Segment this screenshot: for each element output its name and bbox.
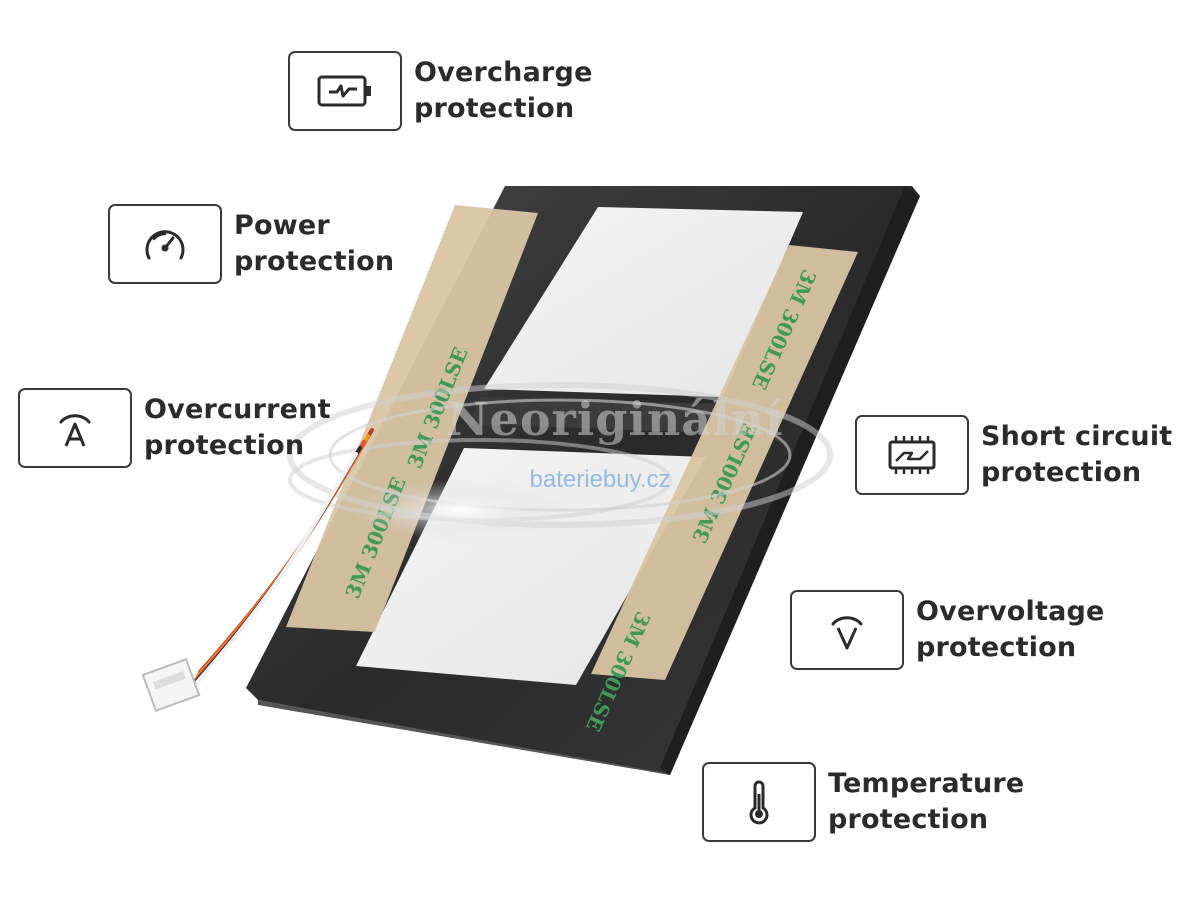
overvoltage-label: Overvoltage protection xyxy=(916,594,1105,666)
watermark-site: bateriebuy.cz xyxy=(529,466,671,493)
watermark-text: Neoriginální xyxy=(446,392,784,446)
battery-charge-icon xyxy=(288,51,402,131)
feature-overvoltage: Overvoltage protection xyxy=(790,590,1105,670)
power-label: Power protection xyxy=(234,208,394,280)
power-subtitle: protection xyxy=(234,246,395,277)
temperature-label: Temperature protection xyxy=(828,766,1024,838)
overcurrent-title: Overcurrent xyxy=(144,394,331,425)
feature-power: Power protection xyxy=(108,204,394,284)
overcharge-title: Overcharge xyxy=(414,57,593,88)
short-circuit-label: Short circuit protection xyxy=(981,419,1172,491)
battery-connector xyxy=(141,657,201,713)
battery-wires xyxy=(190,428,374,690)
temperature-subtitle: protection xyxy=(828,804,989,835)
tape-left xyxy=(286,205,538,632)
circuit-board-icon xyxy=(855,415,969,495)
top-panel xyxy=(484,207,803,397)
overcharge-subtitle: protection xyxy=(414,93,575,124)
ampere-icon xyxy=(18,388,132,468)
power-title: Power xyxy=(234,210,330,241)
thermometer-icon xyxy=(702,762,816,842)
overcurrent-subtitle: protection xyxy=(144,430,305,461)
feature-short-circuit: Short circuit protection xyxy=(855,415,1172,495)
overcurrent-label: Overcurrent protection xyxy=(144,392,331,464)
overcharge-label: Overcharge protection xyxy=(414,55,593,127)
temperature-title: Temperature xyxy=(828,768,1025,799)
volt-icon xyxy=(790,590,904,670)
tape-right xyxy=(591,245,858,680)
swirl-effect xyxy=(287,382,833,540)
overvoltage-title: Overvoltage xyxy=(916,596,1105,627)
feature-temperature: Temperature protection xyxy=(702,762,1024,842)
short-circuit-subtitle: protection xyxy=(981,457,1142,488)
overvoltage-subtitle: protection xyxy=(916,632,1077,663)
feature-overcharge: Overcharge protection xyxy=(288,51,593,131)
short-circuit-title: Short circuit xyxy=(981,421,1173,452)
feature-overcurrent: Overcurrent protection xyxy=(18,388,331,468)
gauge-icon xyxy=(108,204,222,284)
